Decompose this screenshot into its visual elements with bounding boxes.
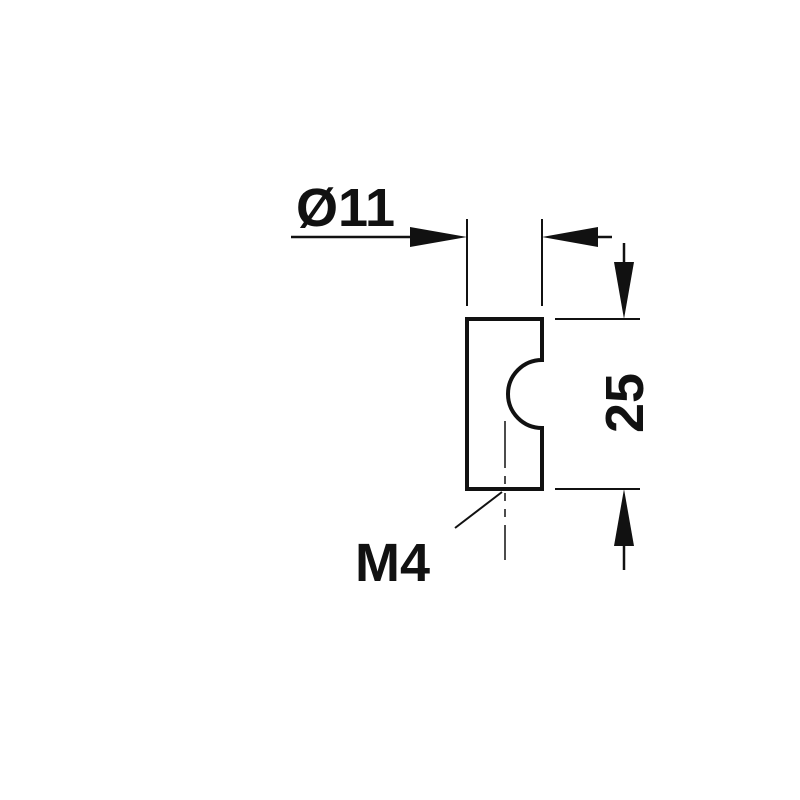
height-top-arrow: [614, 243, 634, 319]
thread-label: M4: [355, 533, 430, 593]
height-bottom-arrow: [614, 489, 634, 570]
diameter-right-arrow: [542, 227, 612, 247]
diameter-extension-lines: [466, 219, 543, 306]
part-outline: [465, 317, 544, 491]
height-label: 25: [595, 373, 655, 433]
diameter-left-arrow: [291, 227, 467, 247]
thread-leader-line: [454, 491, 503, 529]
diameter-label: Ø11: [296, 178, 395, 238]
height-extension-lines: [555, 318, 640, 490]
